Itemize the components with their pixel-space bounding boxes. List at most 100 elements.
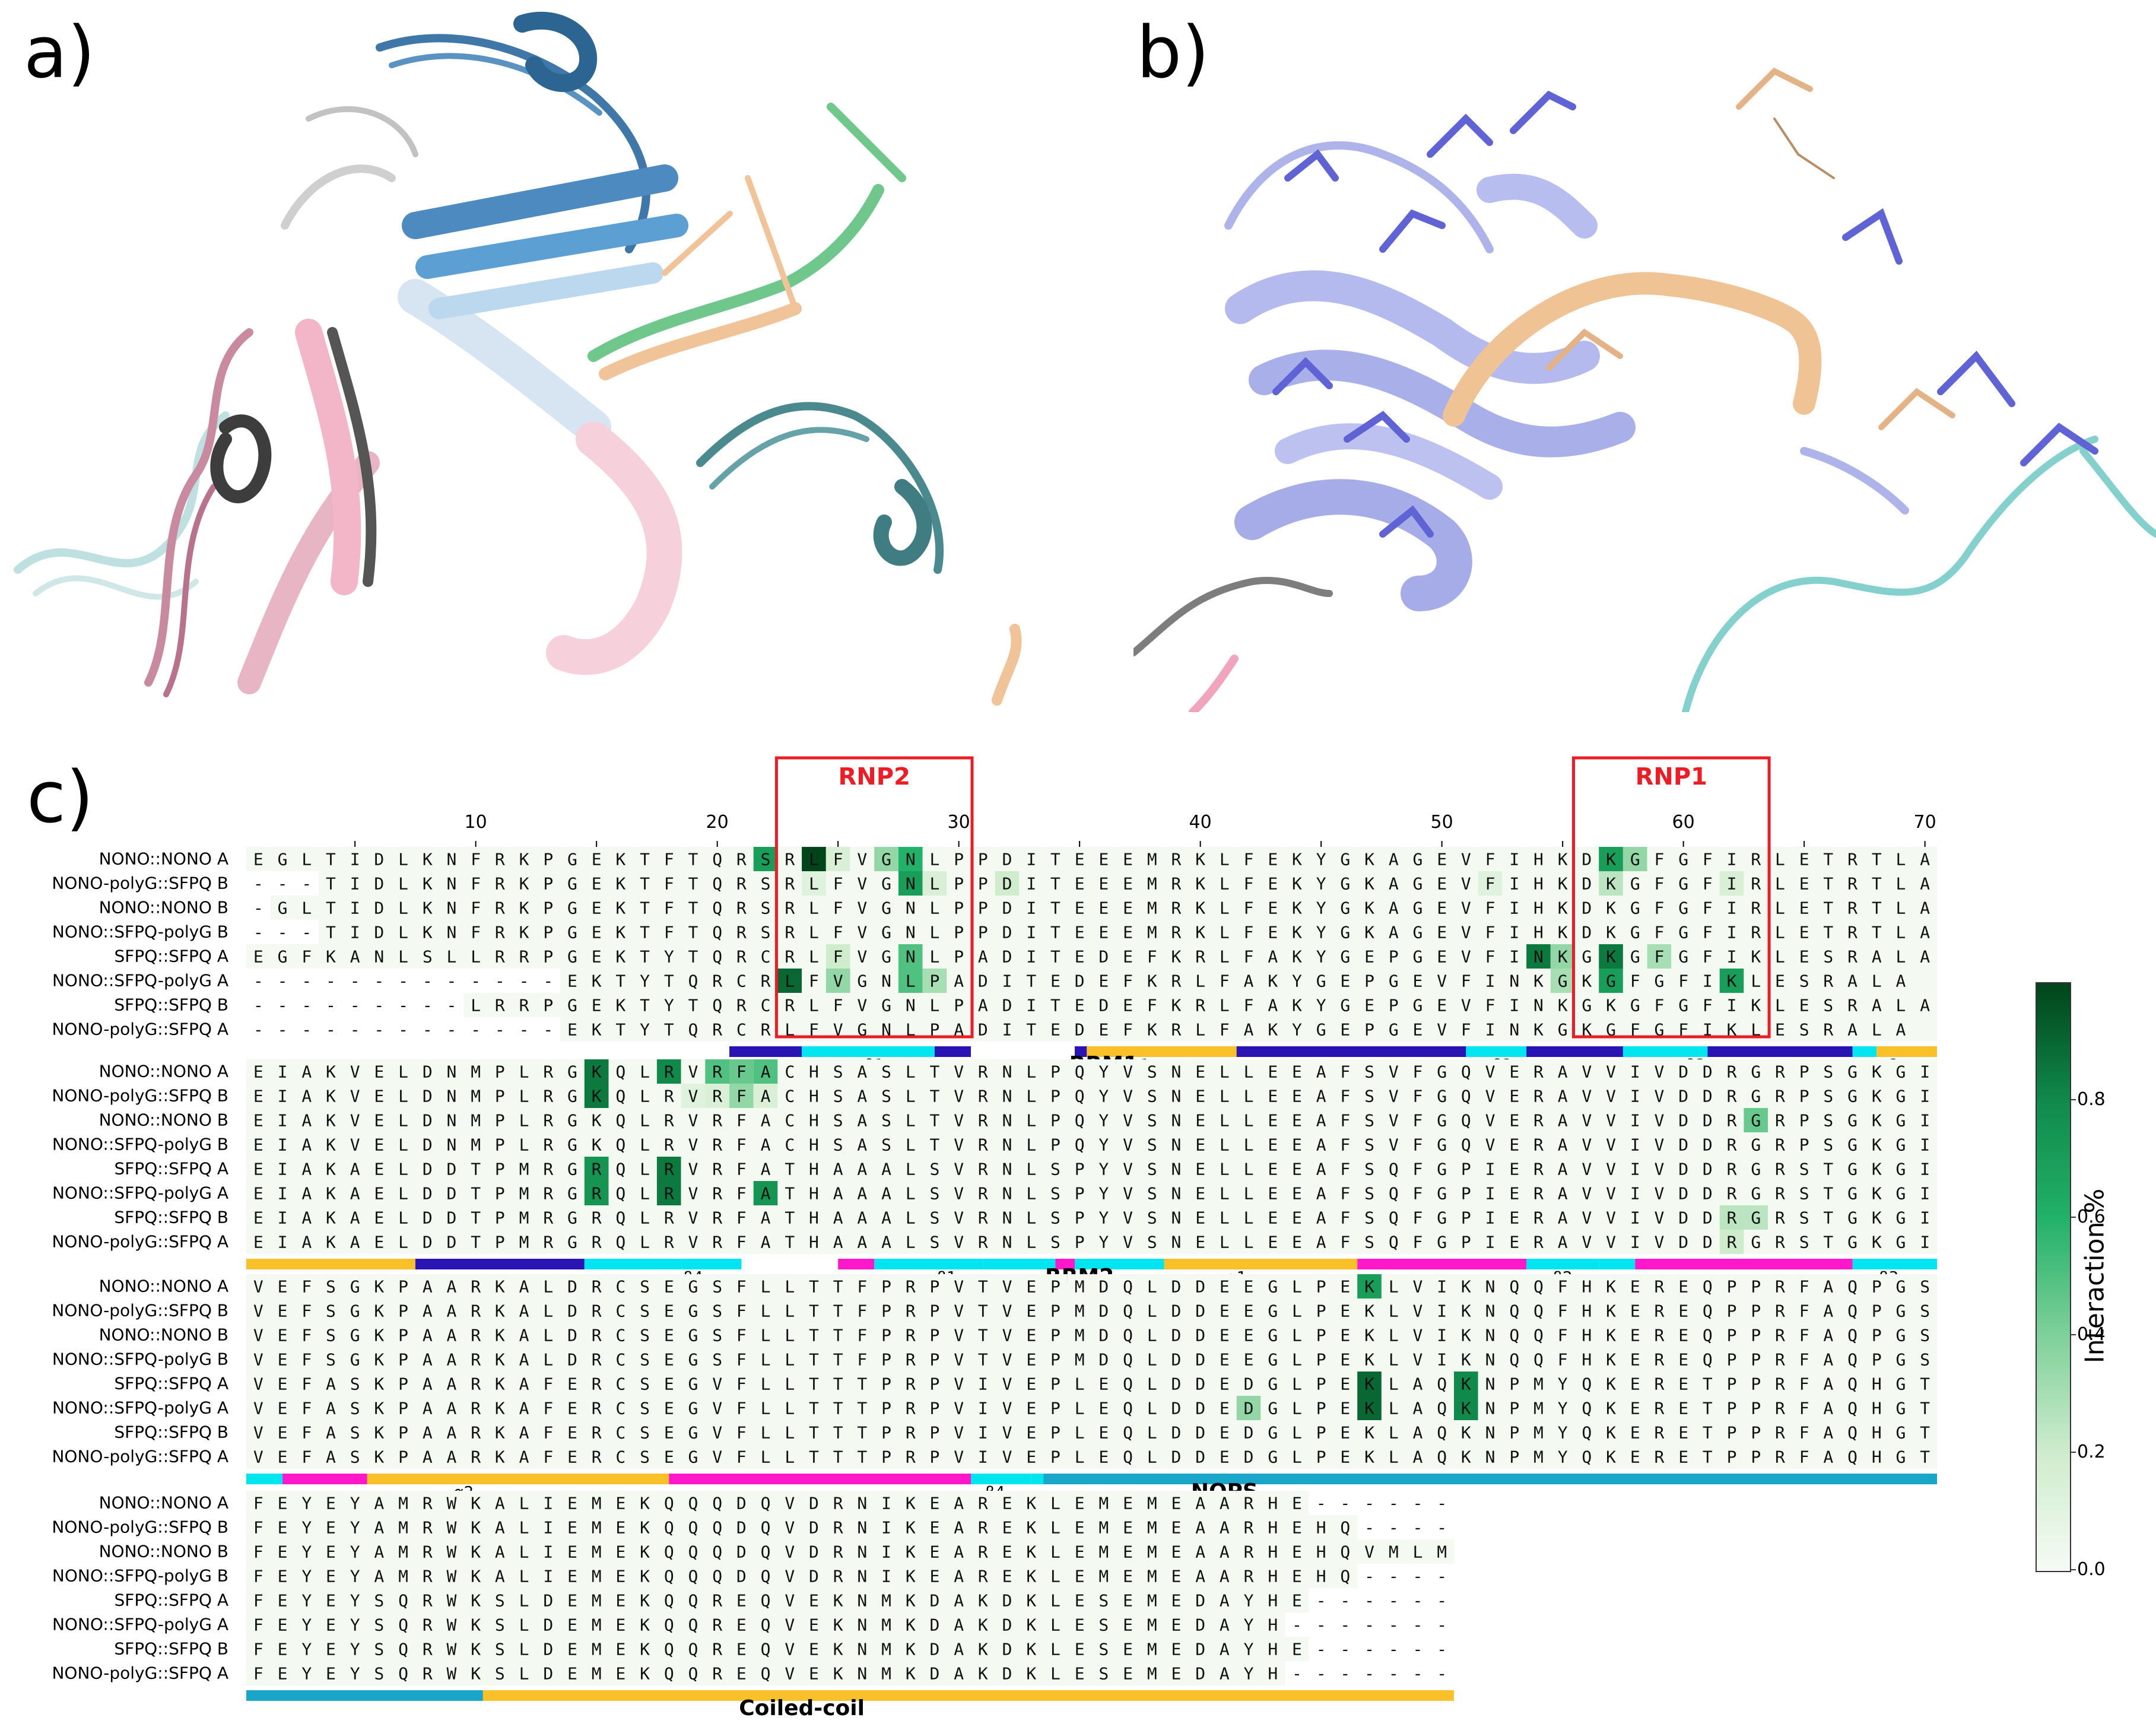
residue-letter: I	[1002, 1020, 1012, 1039]
residue-letter: Q	[1437, 1423, 1447, 1442]
residue-letter: M	[398, 1493, 408, 1513]
heatmap-cell	[439, 969, 464, 993]
heatmap-cell	[319, 1017, 343, 1042]
residue-letter: E	[664, 1374, 674, 1393]
heatmap-cell	[1333, 871, 1358, 896]
row-label: SFPQ::SFPQ A	[114, 1159, 228, 1179]
heatmap-cell	[608, 1539, 633, 1564]
residue-letter: A	[1920, 874, 1930, 893]
heatmap-cell	[1188, 1420, 1212, 1445]
heatmap-cell	[729, 1274, 754, 1299]
heatmap-cell	[512, 896, 536, 920]
residue-letter: P	[1050, 1398, 1060, 1418]
heatmap-cell	[1188, 944, 1212, 969]
heatmap-cell	[1067, 1588, 1092, 1612]
heatmap-cell	[294, 1230, 319, 1254]
heatmap-cell	[1647, 1205, 1672, 1230]
heatmap-cell	[512, 969, 536, 993]
residue-letter: E	[567, 971, 577, 991]
residue-letter: V	[1123, 1135, 1133, 1154]
residue-letter: P	[954, 922, 964, 942]
residue-letter: K	[640, 1493, 650, 1513]
heatmap-cell	[850, 1157, 875, 1181]
residue-letter: K	[1558, 947, 1568, 966]
heatmap-cell	[1526, 1017, 1551, 1042]
heatmap-cell	[342, 1515, 367, 1539]
residue-letter: Q	[761, 1518, 771, 1537]
heatmap-cell	[415, 1205, 440, 1230]
heatmap-cell	[850, 1274, 875, 1299]
row-label: NONO::NONO A	[99, 1062, 228, 1081]
residue-letter: P	[1461, 1208, 1471, 1227]
heatmap-cell	[1864, 1059, 1889, 1084]
heatmap-cell	[1188, 1274, 1212, 1299]
heatmap-cell	[1864, 1299, 1889, 1323]
residue-letter: G	[1340, 849, 1350, 869]
residue-letter: E	[809, 1615, 819, 1634]
heatmap-cell	[1381, 1420, 1406, 1445]
heatmap-cell	[512, 1274, 536, 1299]
heatmap-cell	[1309, 871, 1333, 896]
heatmap-cell	[246, 1515, 271, 1539]
heatmap-cell	[971, 1420, 995, 1445]
residue-letter: I	[1630, 1208, 1640, 1227]
residue-letter: E	[1171, 1591, 1182, 1610]
heatmap-cell	[1333, 847, 1358, 871]
residue-letter: T	[640, 874, 650, 893]
residue-letter: G	[1437, 1135, 1447, 1154]
residue-letter: L	[809, 898, 819, 918]
heatmap-cell	[1116, 1084, 1140, 1108]
heatmap-cell	[633, 1539, 657, 1564]
residue-letter: D	[374, 898, 384, 918]
heatmap-cell	[1478, 944, 1503, 969]
residue-letter: -	[447, 1020, 457, 1039]
residue-letter: S	[1098, 1615, 1109, 1634]
heatmap-cell	[729, 1347, 754, 1372]
heatmap-cell	[608, 1661, 633, 1685]
heatmap-cell	[294, 1084, 319, 1108]
heatmap-cell	[922, 1445, 947, 1469]
heatmap-cell	[1768, 1372, 1792, 1396]
residue-letter: R	[1533, 1208, 1544, 1227]
heatmap-cell	[512, 1084, 536, 1108]
residue-letter: E	[278, 1423, 288, 1442]
residue-letter: -	[326, 1020, 336, 1039]
residue-letter: V	[954, 1325, 964, 1345]
row-label: NONO::SFPQ-polyG A	[52, 971, 228, 991]
residue-letter: V	[1002, 1447, 1012, 1466]
heatmap-cell	[1091, 1396, 1116, 1420]
residue-letter: V	[253, 1277, 263, 1296]
heatmap-cell	[1333, 1445, 1358, 1469]
residue-letter: P	[1751, 1398, 1761, 1418]
heatmap-cell	[825, 871, 850, 896]
residue-letter: E	[278, 1663, 288, 1683]
residue-letter: S	[1364, 1208, 1374, 1227]
residue-letter: L	[1244, 1062, 1254, 1081]
residue-letter: E	[1268, 922, 1278, 942]
residue-letter: V	[253, 1423, 263, 1442]
residue-letter: P	[881, 1374, 891, 1393]
residue-letter: Q	[1437, 1447, 1447, 1466]
heatmap-cell	[681, 896, 706, 920]
heatmap-cell	[1116, 1181, 1140, 1205]
heatmap-cell	[1091, 1205, 1116, 1230]
residue-letter: Y	[1098, 1232, 1109, 1252]
residue-letter: E	[1123, 922, 1133, 942]
residue-letter: Q	[1123, 1350, 1133, 1369]
residue-letter: R	[495, 849, 505, 869]
residue-letter: D	[423, 1086, 433, 1106]
residue-letter: L	[761, 1277, 771, 1296]
heatmap-cell	[512, 1491, 536, 1515]
residue-letter: S	[1147, 1062, 1157, 1081]
heatmap-cell	[1019, 1017, 1044, 1042]
heatmap-cell	[874, 1157, 898, 1181]
heatmap-cell	[729, 871, 754, 896]
residue-letter: M	[398, 1566, 408, 1586]
heatmap-cell	[1744, 1323, 1768, 1347]
heatmap-cell	[753, 1347, 778, 1372]
residue-letter: I	[1485, 1183, 1495, 1203]
residue-letter: G	[1751, 1183, 1761, 1203]
heatmap-cell	[1091, 1564, 1116, 1588]
heatmap-cell	[342, 1108, 367, 1132]
heatmap-cell	[971, 1564, 995, 1588]
